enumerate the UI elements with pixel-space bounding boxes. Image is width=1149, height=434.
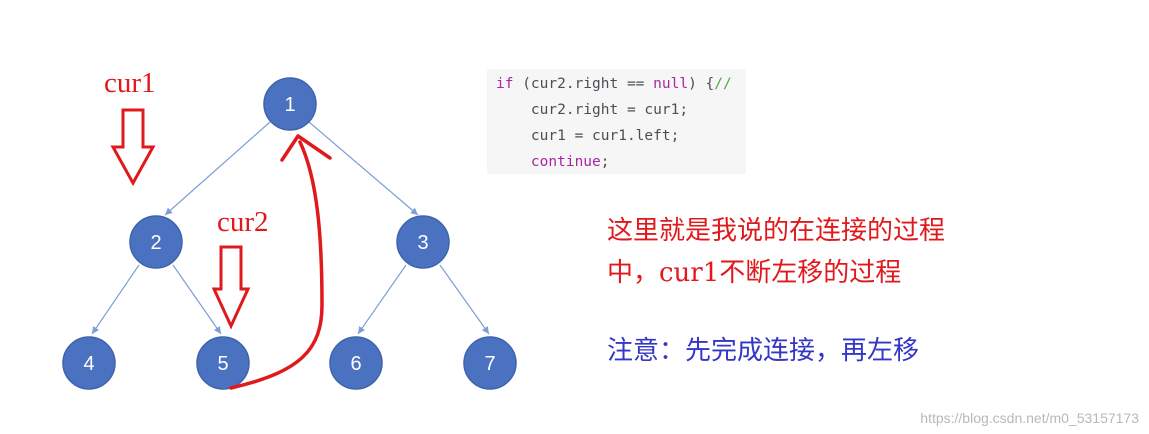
node-label-7: 7 [484,353,495,375]
tree-node-1: 1 [263,77,317,131]
code-indent [496,154,531,170]
tree-node-5: 5 [196,336,250,390]
edge-3-7 [439,264,490,335]
tree-node-2: 2 [129,215,183,269]
edge-2-4 [91,264,140,335]
node-label-3: 3 [417,232,428,254]
explanation-note: 这里就是我说的在连接的过程 中，cur1不断左移的过程 [607,210,945,294]
code-brace: ) { [688,76,715,92]
node-label-6: 6 [350,353,361,375]
cur1-down-arrow-icon [110,108,156,187]
node-label-2: 2 [150,232,161,254]
code-line-2: cur2.right = cur1; [496,102,689,118]
watermark-url: https://blog.csdn.net/m0_53157173 [920,410,1139,426]
explanation-line-2: 中，cur1不断左移的过程 [607,258,902,288]
edge-1-3 [308,121,419,216]
explanation-line-1: 这里就是我说的在连接的过程 [607,216,946,246]
cur1-label: cur1 [104,67,156,99]
edge-3-6 [357,264,407,335]
thread-link-curve [229,140,324,390]
code-semicolon: ; [600,154,610,170]
tree-node-6: 6 [329,336,383,390]
tree-node-7: 7 [463,336,517,390]
edge-2-5 [172,264,222,335]
node-label-1: 1 [284,94,295,116]
code-keyword-if: if [496,76,514,92]
attention-note: 注意：先完成连接，再左移 [607,336,920,366]
tree-edges [91,121,490,335]
cur2-down-arrow-icon [211,245,251,330]
code-comment: // [714,76,732,92]
tree-node-4: 4 [62,336,116,390]
code-keyword-continue: continue [530,154,601,170]
node-label-5: 5 [217,353,228,375]
edge-1-2 [164,121,271,216]
code-keyword-null: null [653,76,689,92]
node-label-4: 4 [83,353,94,375]
code-line-4: continue; [487,149,746,174]
code-snippet: if (cur2.right == null) {// cur2.right =… [487,69,746,174]
tree-node-3: 3 [396,215,450,269]
code-condition: (cur2.right == [513,76,654,92]
cur2-label: cur2 [217,206,269,238]
thread-link-arrowhead-icon [280,134,332,162]
code-line-1: if (cur2.right == null) {// [487,71,746,97]
code-line-3: cur1 = cur1.left; [496,128,680,144]
